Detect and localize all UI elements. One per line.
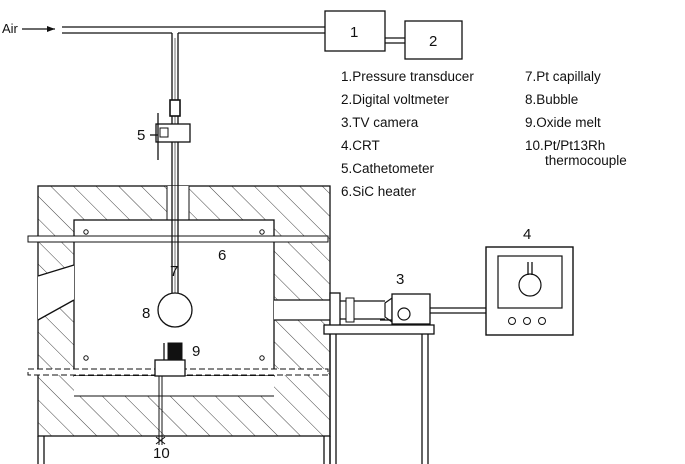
label-9: 9 (192, 343, 200, 360)
air-pipe (62, 26, 325, 34)
label-1: 1 (350, 24, 358, 41)
cathetometer (150, 113, 191, 160)
camera-crt-cable (430, 307, 486, 314)
left-viewport (37, 264, 75, 321)
capillary-clamp (169, 99, 181, 117)
legend-item-2: 2.Digital voltmeter (341, 92, 450, 107)
crt-monitor (485, 246, 574, 336)
label-6: 6 (218, 247, 226, 264)
air-inlet-arrow (22, 26, 55, 32)
legend-item-3: 3.TV camera (341, 115, 419, 130)
tv-camera (329, 292, 431, 328)
camera-table (323, 324, 435, 464)
legend-item-5: 5.Cathetometer (341, 161, 435, 176)
label-3: 3 (396, 271, 404, 288)
label-2: 2 (429, 33, 437, 50)
right-viewport (274, 299, 330, 321)
label-4: 4 (523, 226, 531, 243)
air-label: Air (2, 21, 19, 36)
legend-item-10-cont: thermocouple (545, 153, 627, 168)
legend-right: 7.Pt capillaly 8.Bubble 9.Oxide melt 10.… (525, 69, 627, 168)
legend-item-10: 10.Pt/Pt13Rh (525, 138, 605, 153)
legend-left: 1.Pressure transducer 2.Digital voltmete… (341, 69, 474, 199)
oxide-melt-crucible (154, 342, 186, 377)
digital-voltmeter-box (404, 20, 463, 60)
label-8: 8 (142, 305, 150, 322)
legend-item-6: 6.SiC heater (341, 184, 417, 199)
bubble (157, 292, 193, 328)
pt-capillary (171, 33, 179, 298)
furnace-legs (37, 436, 331, 464)
screw-tr (259, 229, 265, 235)
screw-br (259, 355, 265, 361)
label-10: 10 (153, 445, 170, 462)
screw-bl (83, 355, 89, 361)
label-7: 7 (170, 263, 178, 280)
pressure-transducer-box (324, 10, 386, 52)
thermocouple (155, 376, 166, 445)
legend-item-7: 7.Pt capillaly (525, 69, 601, 84)
legend-item-4: 4.CRT (341, 138, 380, 153)
legend-item-9: 9.Oxide melt (525, 115, 601, 130)
legend-item-8: 8.Bubble (525, 92, 578, 107)
transducer-voltmeter-link (385, 37, 405, 44)
screw-tl (83, 229, 89, 235)
label-5: 5 (137, 127, 145, 144)
legend-item-1: 1.Pressure transducer (341, 69, 474, 84)
